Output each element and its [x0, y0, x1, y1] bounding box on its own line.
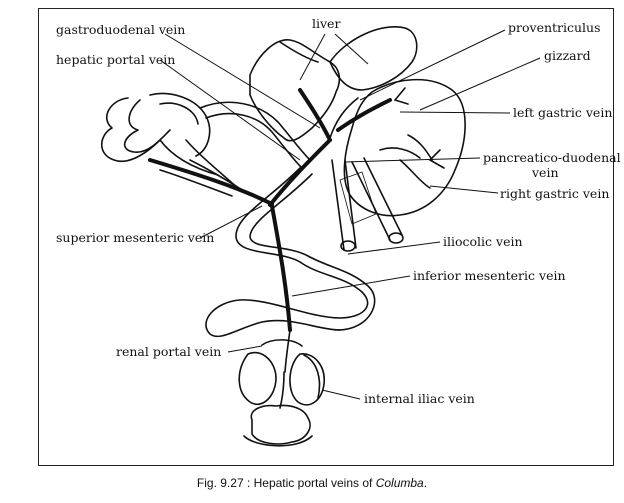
right-gastric-branch-1 — [379, 147, 421, 159]
duodenal-loop-a — [331, 159, 345, 251]
leader-gizzard — [419, 57, 541, 111]
liver-edge — [279, 41, 319, 63]
renal-portal-vein-curve — [261, 339, 303, 347]
duodenal-loop-c — [351, 161, 391, 241]
pancreas — [339, 171, 377, 225]
inferior-mesenteric-vein — [270, 204, 292, 332]
duodenum-end-1 — [340, 240, 356, 252]
internal-iliac-vein-curve — [303, 354, 321, 399]
mesenteric-branch-1 — [189, 159, 251, 196]
leader-iliocolic — [347, 241, 441, 255]
cloaca-base — [243, 435, 313, 447]
label-internal-iliac-vein: internal iliac vein — [364, 391, 475, 406]
leader-left-gastric — [399, 111, 511, 114]
leader-liver-1 — [299, 33, 326, 81]
liver-right-lobe — [329, 26, 418, 91]
intestine-coil-inner — [123, 99, 171, 153]
leader-proventriculus — [359, 29, 506, 101]
intestine-descending-2 — [249, 173, 376, 331]
label-proventriculus: proventriculus — [508, 20, 601, 35]
label-pancreatico-duodenal-2: vein — [531, 165, 559, 180]
proventriculus — [329, 97, 359, 139]
intestine-loop-long — [199, 101, 311, 161]
label-renal-portal-vein: renal portal vein — [116, 344, 221, 359]
gizzard-body — [343, 78, 466, 217]
right-gastric-branch-3 — [407, 134, 433, 161]
label-hepatic-portal-vein: hepatic portal vein — [56, 52, 175, 67]
label-iliocolic-vein: iliocolic vein — [443, 234, 523, 249]
leader-right-gastric — [429, 185, 499, 194]
caption-prefix: Fig. 9.27 : Hepatic portal veins of — [196, 476, 376, 490]
right-gastric-branch-5 — [429, 159, 445, 169]
label-gizzard: gizzard — [544, 48, 591, 63]
superior-mesenteric-vein — [148, 158, 274, 206]
liver-left-lobe — [249, 39, 341, 142]
leader-hepatic-portal — [159, 59, 301, 161]
hepatic-portal-vein — [268, 138, 332, 207]
leader-internal-iliac — [321, 389, 361, 400]
right-kidney — [289, 353, 325, 406]
leader-inferior-mesenteric — [291, 275, 411, 297]
label-right-gastric-vein: right gastric vein — [500, 186, 609, 201]
left-gastric-vein — [336, 98, 392, 132]
label-inferior-mesenteric-vein: inferior mesenteric vein — [413, 268, 566, 283]
duodenal-loop-b — [344, 159, 357, 249]
rectum-down — [279, 371, 285, 409]
label-left-gastric-vein: left gastric vein — [513, 105, 612, 120]
figure-caption: Fig. 9.27 : Hepatic portal veins of Colu… — [0, 476, 624, 490]
intestine-coil-3 — [159, 102, 199, 125]
duodenal-loop-d — [363, 157, 403, 236]
mesenteric-branch-2 — [185, 139, 241, 191]
label-liver: liver — [312, 16, 340, 31]
caption-suffix: . — [423, 476, 428, 490]
leader-gastroduodenal — [164, 33, 321, 129]
leader-pancreatico — [344, 157, 481, 163]
intestine-loop-long-2 — [205, 112, 303, 169]
gastroduodenal-vein — [298, 88, 332, 142]
figure-frame — [38, 8, 614, 466]
duodenum-end-2 — [388, 232, 404, 244]
label-superior-mesenteric-vein: superior mesenteric vein — [56, 230, 214, 245]
label-pancreatico-duodenal-1: pancreatico-duodenal — [483, 150, 621, 165]
intestine-coil-outer — [100, 97, 219, 176]
rectum — [284, 329, 291, 373]
gastric-branch-1 — [394, 87, 406, 101]
leader-renal-portal — [227, 345, 263, 353]
caption-genus: Columba — [375, 476, 424, 490]
leader-liver-2 — [334, 33, 369, 65]
cloaca — [250, 404, 311, 445]
intestine-descending-1 — [205, 167, 369, 338]
gastric-branch-2 — [394, 99, 409, 105]
right-gastric-branch-4 — [429, 149, 441, 161]
intestine-coil-2 — [149, 92, 211, 157]
mesenteric-branch-3 — [159, 169, 233, 197]
right-gastric-branch-2 — [399, 159, 431, 189]
left-kidney — [238, 351, 277, 405]
leader-superior-mesenteric — [199, 205, 263, 239]
label-gastroduodenal-vein: gastroduodenal vein — [56, 22, 185, 37]
